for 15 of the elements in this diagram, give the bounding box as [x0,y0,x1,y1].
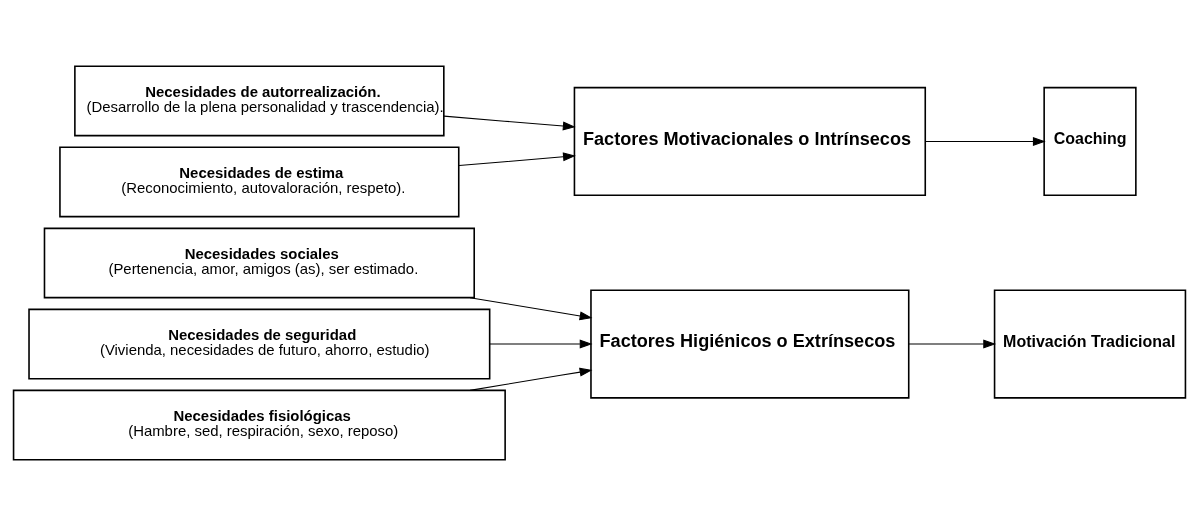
arrow [908,339,997,349]
arrow [443,115,576,130]
arrow [469,296,593,320]
arrow [924,136,1046,146]
node-box: Factores Motivacionales o Intrínsecos [573,86,927,196]
node-box: Necesidades fisiológicas (Hambre, sed, respiración, sexo, reposo) [12,389,506,461]
arrow [458,151,576,166]
node-box: Necesidades de autorrealización. (Desarrollo de la plena personalidad y trascendencia). [74,64,445,136]
node-box: Factores Higiénicos o Extrínsecos [590,288,910,399]
node-box: Necesidades sociales (Pertenencia, amor, amigos (as), ser estimado. [43,227,475,298]
node-box: Motivación Tradicional [993,288,1187,399]
node-box: Coaching [1043,86,1137,196]
node-box: Necesidades de seguridad (Vivienda, necesidades de futuro, ahorro, estudio) [28,308,491,379]
arrow [489,339,593,349]
node-box: Necesidades de estima (Reconocimiento, autovaloración, respeto). [59,146,460,217]
